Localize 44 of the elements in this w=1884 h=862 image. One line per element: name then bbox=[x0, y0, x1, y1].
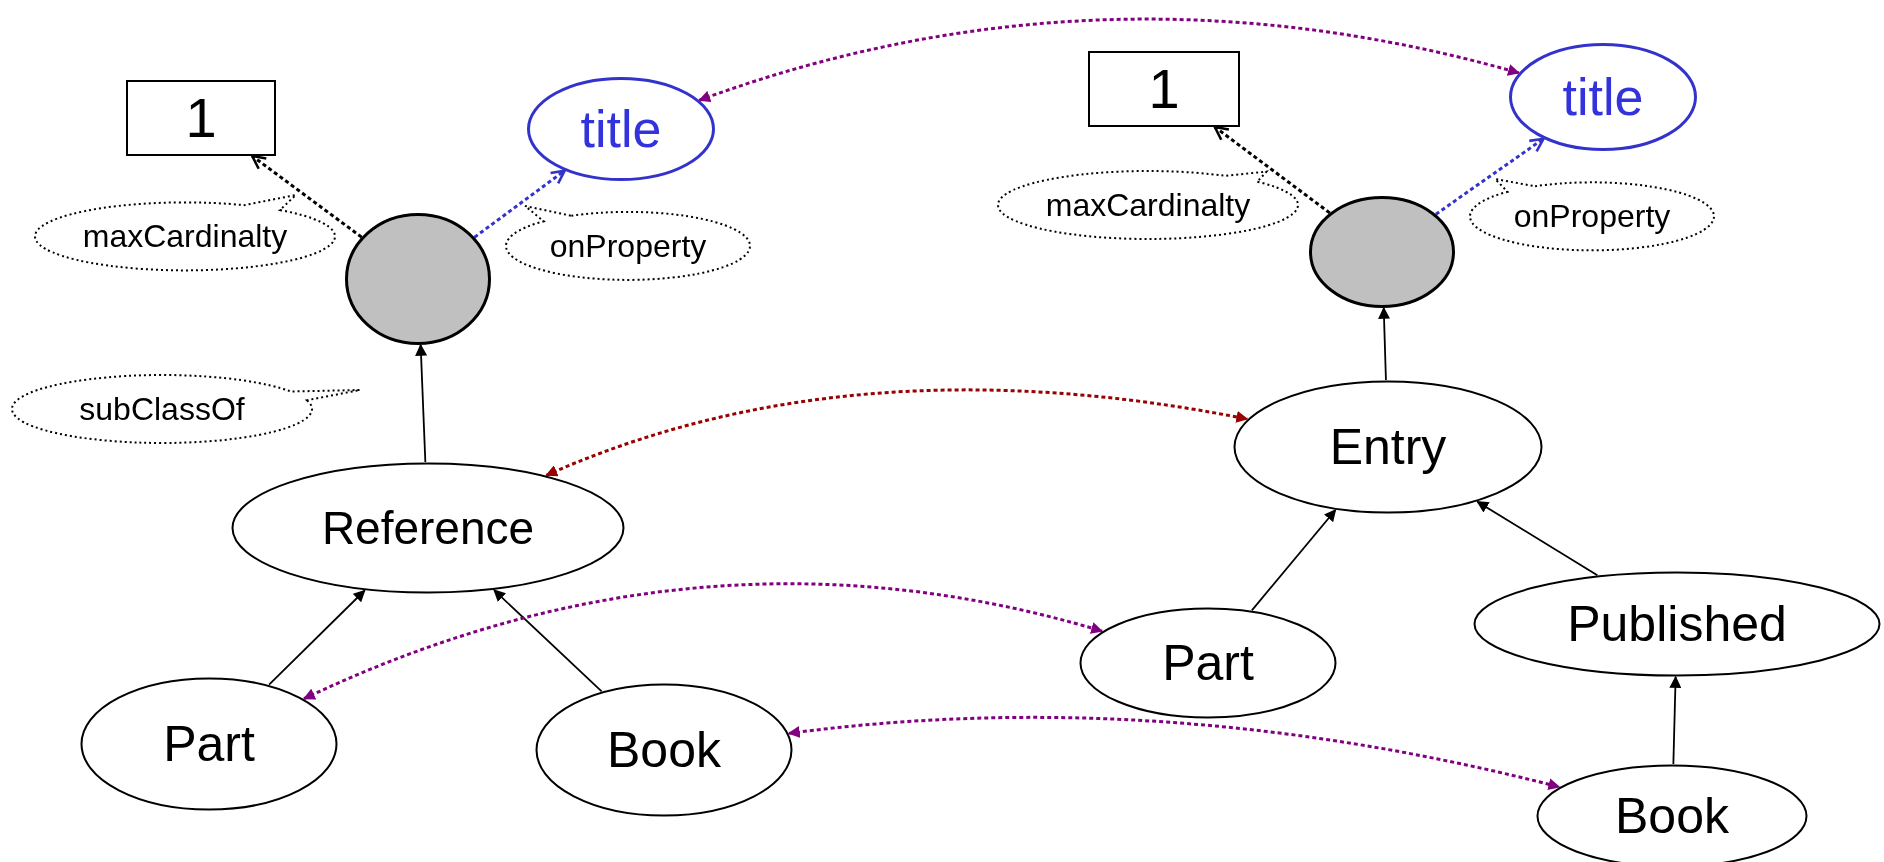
arrow bbox=[1378, 306, 1391, 381]
restriction-circle bbox=[1309, 196, 1455, 308]
node-label: Book bbox=[607, 725, 721, 775]
node-label: Entry bbox=[1329, 422, 1447, 472]
node-label: Part bbox=[163, 719, 255, 769]
edge-label: onProperty bbox=[549, 230, 707, 262]
node-label: Published bbox=[1567, 599, 1787, 649]
arrow bbox=[268, 589, 366, 686]
class-ellipse bbox=[80, 677, 338, 811]
arrow bbox=[1213, 125, 1331, 215]
node-label: title bbox=[1562, 71, 1644, 123]
node-label: Reference bbox=[321, 505, 535, 551]
node-label: 1 bbox=[1148, 61, 1180, 117]
arrow bbox=[1476, 500, 1599, 577]
node-label: Book bbox=[1615, 791, 1729, 841]
restriction-circle bbox=[345, 213, 491, 345]
edge-label: maxCardinalty bbox=[82, 220, 288, 252]
class-ellipse bbox=[1233, 380, 1543, 514]
arrow bbox=[415, 343, 428, 463]
node-label: title bbox=[580, 103, 662, 155]
mapping-arrow bbox=[302, 582, 1104, 701]
class-ellipse bbox=[1473, 571, 1881, 677]
node-label: 1 bbox=[185, 90, 217, 146]
property-ellipse bbox=[527, 77, 715, 181]
value-box bbox=[1088, 51, 1240, 127]
callout-bubble bbox=[12, 375, 362, 443]
node-label: Part bbox=[1162, 638, 1254, 688]
class-ellipse bbox=[535, 683, 793, 817]
arrow bbox=[1251, 509, 1337, 612]
edge-label: maxCardinalty bbox=[1045, 189, 1251, 221]
mapping-arrow bbox=[698, 17, 1521, 103]
class-ellipse bbox=[231, 462, 625, 594]
edge-label: onProperty bbox=[1513, 200, 1671, 232]
arrow bbox=[1669, 675, 1682, 765]
arrow bbox=[1435, 137, 1545, 216]
value-box bbox=[126, 80, 276, 156]
mapping-arrow bbox=[787, 715, 1561, 791]
property-ellipse bbox=[1509, 43, 1697, 151]
arrow bbox=[493, 589, 603, 693]
arrow bbox=[473, 169, 566, 239]
node-label: subClassOf bbox=[79, 393, 245, 425]
arrow bbox=[250, 154, 363, 239]
class-ellipse bbox=[1079, 607, 1337, 719]
mapping-arrow bbox=[545, 388, 1249, 477]
